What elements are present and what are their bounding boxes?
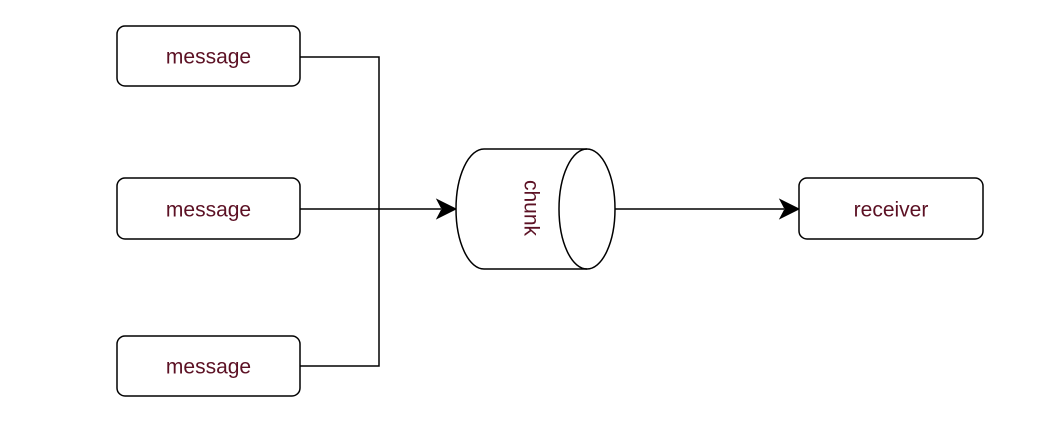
receiver-node-box <box>798 177 984 240</box>
message-node-1-label: message <box>166 46 251 69</box>
chunk-node-label: chunk <box>520 180 543 237</box>
message-node-1-box <box>116 25 301 87</box>
edge-message-1-to-chunk <box>300 56 380 209</box>
message-node-2-box <box>116 177 301 240</box>
receiver-node-label: receiver <box>854 199 929 222</box>
edge-message-3-to-chunk <box>300 209 380 367</box>
message-node-3-label: message <box>166 356 251 379</box>
arrowhead-into-chunk <box>435 198 458 220</box>
message-node-2[interactable]: message <box>116 177 301 240</box>
chunk-cylinder-front-face <box>558 148 588 270</box>
chunk-node[interactable]: chunk <box>455 148 616 270</box>
message-node-3[interactable]: message <box>116 335 301 397</box>
message-node-1[interactable]: message <box>116 25 301 87</box>
message-node-2-label: message <box>166 199 251 222</box>
receiver-node[interactable]: receiver <box>798 177 984 240</box>
arrowhead-into-receiver <box>778 198 801 220</box>
message-node-3-box <box>116 335 301 397</box>
